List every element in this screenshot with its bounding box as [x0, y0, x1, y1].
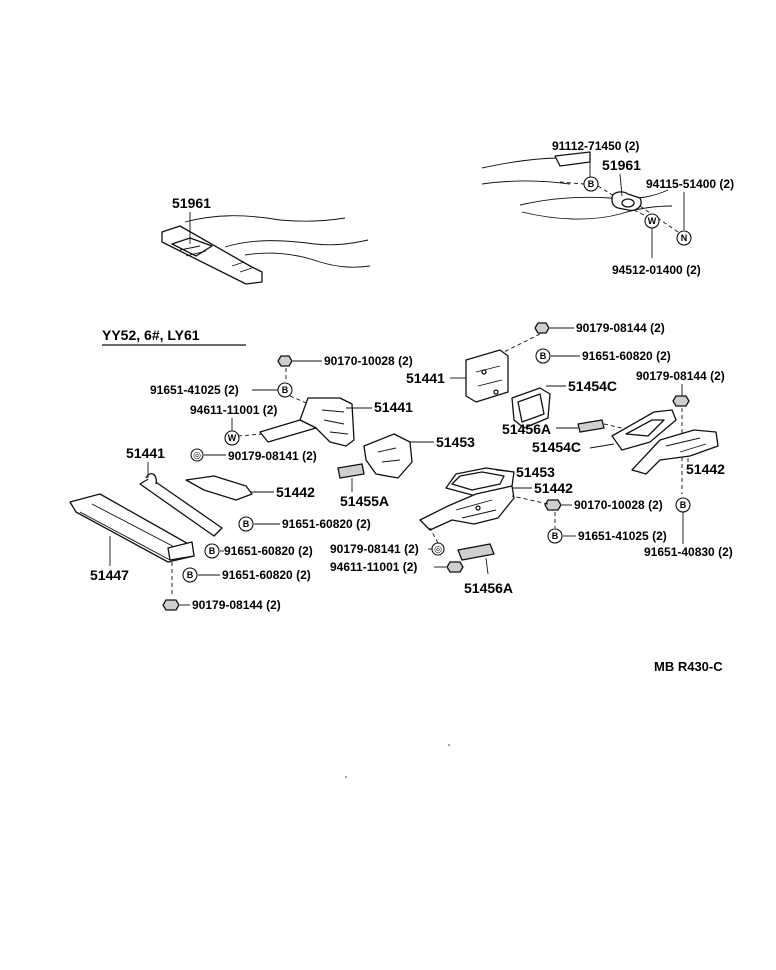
- washer-symbol-icon: W: [224, 430, 240, 446]
- svg-text:B: B: [552, 531, 559, 541]
- label-51453-b: 51453: [516, 464, 555, 480]
- reference-code: MB R430-C: [654, 659, 723, 674]
- label-51456A-b: 51456A: [464, 580, 513, 596]
- svg-text:B: B: [540, 351, 547, 361]
- plate-51454C-right: [611, 409, 677, 451]
- frame-rail-right: [481, 151, 673, 220]
- label-91651-60820-b: 91651-60820 (2): [224, 544, 313, 558]
- bolt-symbol-icon: B: [238, 516, 254, 532]
- label-51447: 51447: [90, 567, 129, 583]
- label-51441-c: 51441: [406, 370, 445, 386]
- label-51454C-a: 51454C: [568, 378, 617, 394]
- svg-text:B: B: [282, 385, 289, 395]
- svg-text:B: B: [588, 179, 595, 189]
- nut-washer-icon: ◎: [431, 542, 445, 556]
- label-51454C-b: 51454C: [532, 439, 581, 455]
- label-90179-08141-a: 90179-08141 (2): [228, 449, 317, 463]
- bolt-symbol-icon: B: [675, 497, 691, 513]
- hex-nut-icon: [162, 599, 180, 611]
- label-51961-right: 51961: [602, 157, 641, 173]
- spacer-51456A-top: [577, 419, 605, 433]
- spacer-51455A: [337, 463, 365, 479]
- label-51441-b: 51441: [126, 445, 165, 461]
- washer-icon: [446, 561, 464, 573]
- bracket-51442-center: [419, 485, 515, 531]
- label-51456A-a: 51456A: [502, 421, 551, 437]
- label-51441-a: 51441: [374, 399, 413, 415]
- label-94611-11001-a: 94611-11001 (2): [190, 403, 277, 417]
- bracket-51441-right: [465, 349, 509, 403]
- svg-text:B: B: [209, 546, 216, 556]
- bracket-51442-right: [631, 429, 719, 475]
- svg-text:W: W: [228, 433, 237, 443]
- label-90170-10028-a: 90170-10028 (2): [324, 354, 413, 368]
- bolt-symbol-icon: B: [535, 348, 551, 364]
- label-91112-71450: 91112-71450 (2): [552, 139, 639, 153]
- label-91651-60820-d: 91651-60820 (2): [582, 349, 671, 363]
- svg-text:W: W: [648, 216, 657, 226]
- label-91651-40830: 91651-40830 (2): [644, 545, 733, 559]
- label-51453-a: 51453: [436, 434, 475, 450]
- hex-nut-icon: [277, 355, 293, 367]
- svg-text:N: N: [681, 233, 688, 243]
- crossmember-51447: [69, 493, 195, 563]
- strap-51442-left: [185, 475, 253, 501]
- label-51455A: 51455A: [340, 493, 389, 509]
- label-51442-a: 51442: [276, 484, 315, 500]
- bracket-51441-left: [259, 397, 355, 447]
- label-90179-08144-c: 90179-08144 (2): [636, 369, 725, 383]
- svg-text:B: B: [680, 500, 687, 510]
- label-51442-c: 51442: [534, 480, 573, 496]
- label-94611-11001-b: 94611-11001 (2): [330, 560, 417, 574]
- label-51961-left: 51961: [172, 195, 211, 211]
- label-51442-b: 51442: [686, 461, 725, 477]
- hex-nut-icon: [544, 499, 562, 511]
- hex-nut-icon: [672, 395, 690, 407]
- washer-symbol-icon: W: [644, 213, 660, 229]
- label-91651-41025-a: 91651-41025 (2): [150, 383, 239, 397]
- bolt-symbol-icon: B: [547, 528, 563, 544]
- label-90179-08144-a: 90179-08144 (2): [192, 598, 281, 612]
- hex-nut-icon: [534, 322, 550, 334]
- label-94512-01400: 94512-01400 (2): [612, 263, 701, 277]
- svg-text:B: B: [243, 519, 250, 529]
- label-91651-41025-b: 91651-41025 (2): [578, 529, 667, 543]
- label-90179-08141-b: 90179-08141 (2): [330, 542, 419, 556]
- nut-symbol-icon: N: [676, 230, 692, 246]
- svg-text:◎: ◎: [434, 544, 442, 554]
- variant-title: YY52, 6#, LY61: [102, 327, 200, 343]
- bolt-symbol-icon: B: [583, 176, 599, 192]
- bolt-symbol-icon: B: [277, 382, 293, 398]
- bolt-symbol-icon: B: [204, 543, 220, 559]
- label-91651-60820-a: 91651-60820 (2): [282, 517, 371, 531]
- frame-rail-left: [161, 215, 371, 285]
- svg-text:◎: ◎: [193, 450, 201, 460]
- bolt-symbol-icon: B: [182, 567, 198, 583]
- label-90179-08144-b: 90179-08144 (2): [576, 321, 665, 335]
- spacer-51456A-bottom: [457, 543, 495, 561]
- svg-text:B: B: [187, 570, 194, 580]
- bar-51441-middle: [139, 473, 223, 537]
- plate-51454C-top: [511, 387, 551, 429]
- label-90170-10028-b: 90170-10028 (2): [574, 498, 663, 512]
- plate-51453-left: [363, 433, 413, 479]
- label-94115-51400: 94115-51400 (2): [646, 177, 734, 191]
- nut-washer-icon: ◎: [190, 448, 204, 462]
- label-91651-60820-c: 91651-60820 (2): [222, 568, 311, 582]
